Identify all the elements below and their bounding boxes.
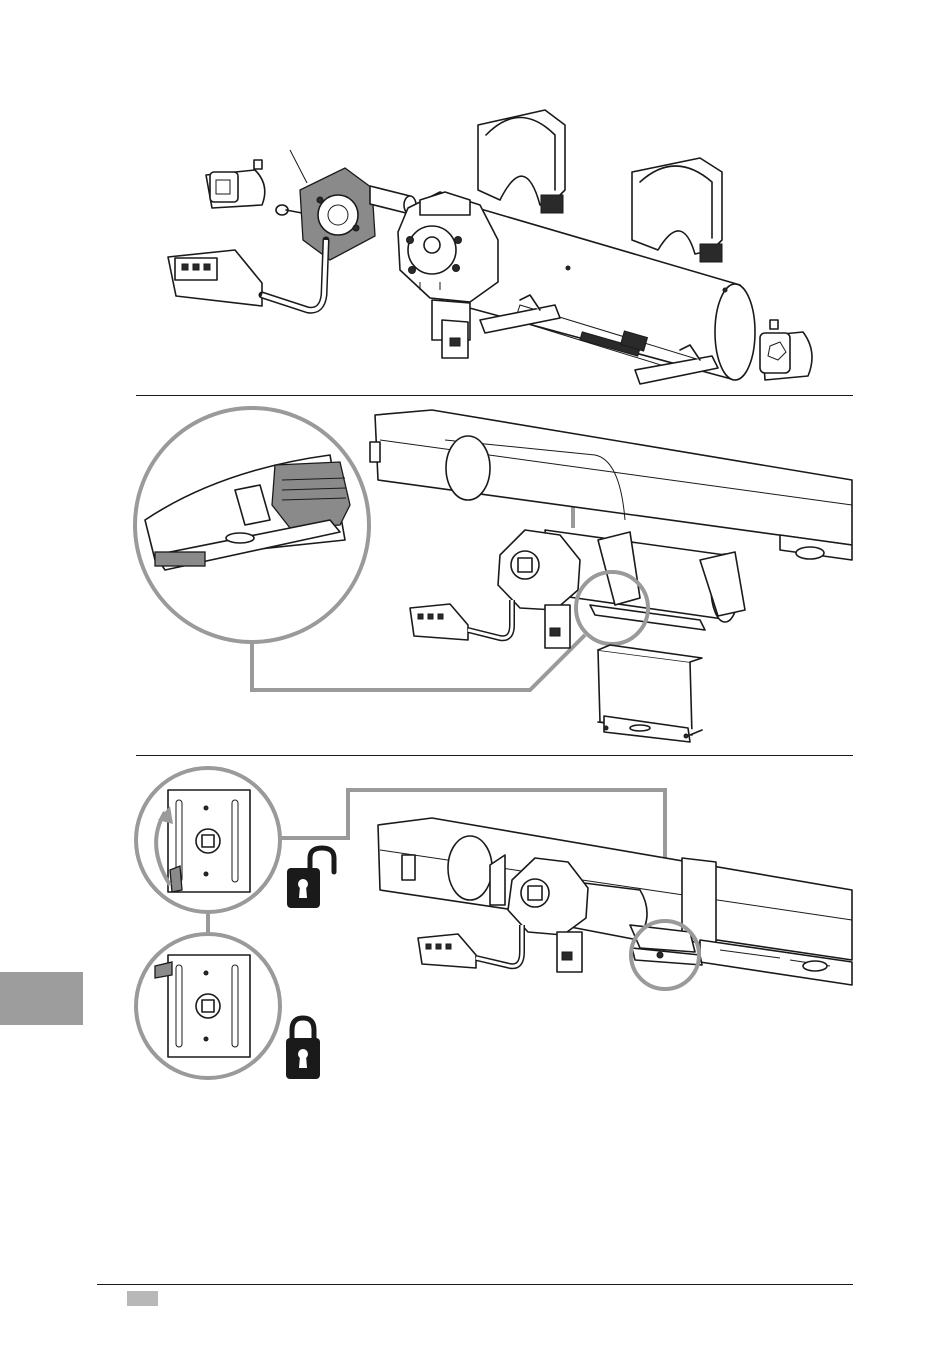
end-cap-left: [206, 160, 265, 208]
adapter-bracket: [300, 168, 375, 260]
screw: [276, 205, 302, 215]
lock-open-icon: [287, 848, 334, 908]
motor-head: [398, 192, 498, 358]
end-cap-right: [760, 320, 812, 380]
detail-circle-unlocked: [136, 768, 280, 912]
figure-clip-on: [135, 408, 852, 742]
motor-assembly: [498, 530, 745, 648]
figure-lock: [136, 768, 852, 1079]
connector-plug-3: [418, 925, 522, 968]
leader-line: [290, 150, 307, 183]
lock-closed-icon: [286, 1018, 320, 1079]
connector-plug-2: [410, 600, 512, 640]
connector-plug: [168, 240, 326, 310]
spare-bracket-box: [598, 645, 702, 742]
detail-circle-locked: [136, 934, 280, 1078]
clamp-left: [478, 110, 565, 213]
detail-circle-clip: [135, 408, 369, 642]
clamp-right: [632, 158, 722, 262]
figure-explode: [168, 110, 812, 384]
